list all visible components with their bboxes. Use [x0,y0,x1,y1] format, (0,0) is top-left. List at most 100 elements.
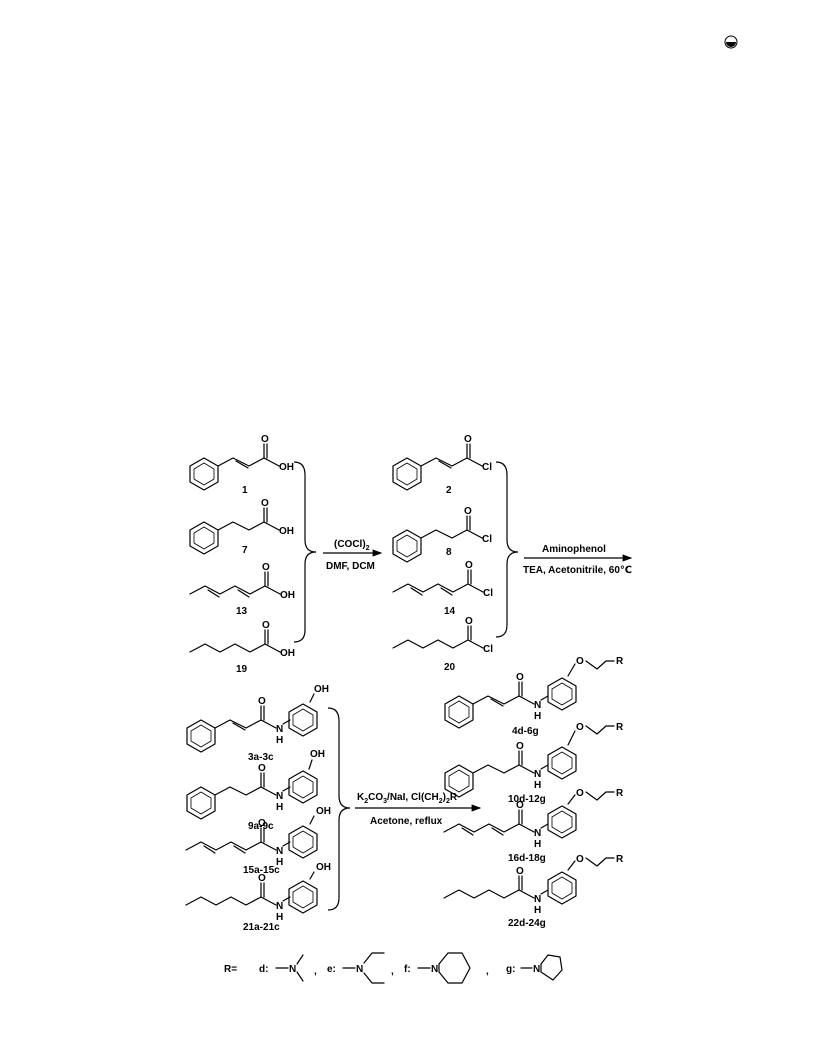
compound-3a-3c-label: 3a-3c [248,752,274,763]
compound-9a-9c-h: H [276,802,283,813]
compound-2-group: Cl [482,462,492,473]
r-group-g-label: g: [506,964,515,975]
compound-9a-9c-structure [186,759,318,820]
r-group-d-label: d: [259,964,268,975]
compound-8-oxygen: O [464,506,472,517]
compound-1-group: OH [279,462,294,473]
compound-21a-21c-label: 21a-21c [243,922,280,933]
compound-19-group: OH [280,648,295,659]
r-group-sep-2: , [391,966,394,977]
compound-13-structure [189,571,281,598]
compound-4d-6g-n: N [534,700,541,711]
compound-20-group: Cl [483,644,493,655]
compound-3a-3c-structure [186,693,318,753]
step2-conditions: TEA, Acetonitrile, 60℃ [523,565,632,576]
r-group-f-n: N [431,964,438,975]
compound-22d-24g-r: R [616,854,624,865]
compound-8-label: 8 [446,547,452,558]
compound-22d-24g-structure [443,857,615,905]
step1-conditions: DMF, DCM [326,561,375,572]
r-group-g-n: N [533,964,540,975]
compound-20-label: 20 [444,662,456,673]
compound-7-oxygen: O [261,498,269,509]
compound-9a-9c-oh: OH [310,749,325,760]
compound-10d-12g-ether-o: O [576,722,584,733]
brace-group-2 [495,461,519,638]
compound-16d-18g-n: N [534,828,541,839]
compound-9a-9c-label: 9a-9c [248,821,274,832]
compound-14-label: 14 [444,606,456,617]
compound-15a-15c-label: 15a-15c [243,865,280,876]
r-groups-prefix: R= [224,964,237,975]
step2-reagent: Aminophenol [542,544,606,555]
compound-10d-12g-r: R [616,722,624,733]
compound-21a-21c-structure [185,871,318,914]
compound-1-label: 1 [242,485,248,496]
compound-10d-12g-n: N [534,769,541,780]
compound-7-group: OH [279,526,294,537]
compound-8-structure [392,515,483,563]
compound-21a-21c-n: N [276,901,283,912]
compound-22d-24g-oxygen: O [516,866,524,877]
r-group-e-label: e: [327,964,336,975]
compound-3a-3c-oxygen: O [258,696,266,707]
compound-3a-3c-oh: OH [314,684,329,695]
compound-4d-6g-h: H [534,711,541,722]
compound-1-structure [189,443,280,491]
compound-2-label: 2 [446,485,452,496]
brace-group-3 [327,707,351,911]
compound-14-group: Cl [483,588,493,599]
compound-4d-6g-r: R [616,656,624,667]
compound-10d-12g-h: H [534,780,541,791]
compound-22d-24g-label: 22d-24g [508,918,546,929]
compound-7-structure [189,507,280,555]
compound-19-structure [189,629,281,653]
compound-16d-18g-ether-o: O [576,788,584,799]
compound-21a-21c-oh: OH [316,862,331,873]
r-group-d-structure [275,954,304,982]
compound-10d-12g-oxygen: O [516,741,524,752]
compound-15a-15c-oxygen: O [258,818,266,829]
compound-7-label: 7 [242,545,248,556]
compound-22d-24g-n: N [534,894,541,905]
compound-21a-21c-oxygen: O [258,873,266,884]
r-group-sep-3: , [486,966,489,977]
r-group-f-structure [417,952,471,984]
r-group-d-n: N [289,964,296,975]
compound-9a-9c-oxygen: O [258,763,266,774]
step1-reagent: (COCl)2 [334,539,370,552]
compound-15a-15c-structure [185,815,318,859]
r-group-f-label: f: [404,964,411,975]
compound-13-group: OH [280,590,295,601]
compound-20-structure [392,625,484,649]
compound-9a-9c-n: N [276,791,283,802]
step3-reagent: K2CO3/NaI, Cl(CH2)2R [357,792,458,805]
compound-1-oxygen: O [261,434,269,445]
compound-15a-15c-oh: OH [316,806,331,817]
compound-16d-18g-structure [443,791,615,839]
compound-16d-18g-label: 16d-18g [508,853,546,864]
compound-13-oxygen: O [262,562,270,573]
compound-4d-6g-structure [444,660,615,729]
compound-14-oxygen: O [465,560,473,571]
compound-15a-15c-h: H [276,857,283,868]
compound-2-oxygen: O [464,434,472,445]
compound-22d-24g-h: H [534,905,541,916]
compound-16d-18g-oxygen: O [516,800,524,811]
step3-conditions: Acetone, reflux [370,816,443,827]
r-group-sep-1: , [314,966,317,977]
compound-22d-24g-ether-o: O [576,854,584,865]
r-group-e-n: N [356,964,363,975]
compound-10d-12g-label: 10d-12g [508,794,546,805]
compound-16d-18g-r: R [616,788,624,799]
compound-16d-18g-h: H [534,839,541,850]
compound-10d-12g-structure [444,725,615,798]
compound-4d-6g-ether-o: O [576,656,584,667]
page-corner-icon [724,35,738,49]
compound-2-structure [392,443,483,491]
compound-4d-6g-oxygen: O [516,672,524,683]
compound-13-label: 13 [236,606,248,617]
compound-8-group: Cl [482,534,492,545]
r-group-g-structure [520,954,563,981]
